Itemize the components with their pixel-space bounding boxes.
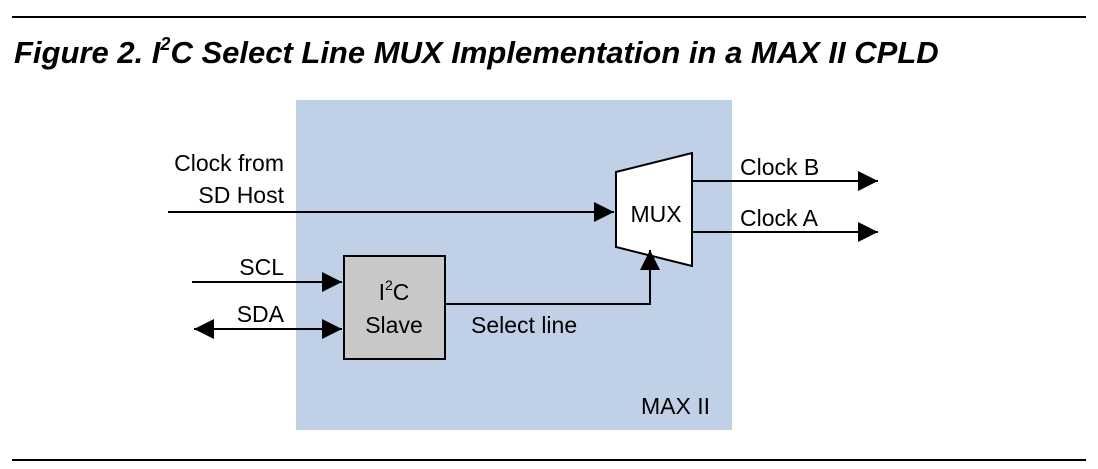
mux-label: MUX bbox=[630, 201, 681, 227]
i2c-superscript: 2 bbox=[385, 277, 393, 293]
select-line-wire bbox=[445, 250, 660, 305]
mux-block bbox=[615, 151, 693, 268]
clock-a-label: Clock A bbox=[740, 205, 819, 231]
sd-host-label: SD Host bbox=[198, 182, 284, 208]
sda-label: SDA bbox=[237, 301, 285, 327]
slave-label: Slave bbox=[365, 312, 423, 338]
caption-suffix: C Select Line MUX Implementation in a MA… bbox=[170, 35, 938, 70]
i2c-suffix: C bbox=[393, 279, 410, 305]
i2c-prefix: I bbox=[379, 279, 385, 305]
clock-b-label: Clock B bbox=[740, 154, 819, 180]
scl-label: SCL bbox=[239, 254, 284, 280]
i2c-label: I2C bbox=[379, 277, 410, 305]
caption-prefix: Figure 2. I bbox=[14, 35, 162, 70]
i2c-slave-block bbox=[343, 255, 446, 360]
clock-from-label: Clock from bbox=[174, 150, 284, 176]
max-ii-label: MAX II bbox=[641, 393, 710, 419]
select-line-label: Select line bbox=[471, 312, 577, 338]
figure-caption: Figure 2. I2C Select Line MUX Implementa… bbox=[14, 34, 939, 70]
caption-superscript: 2 bbox=[159, 34, 170, 54]
